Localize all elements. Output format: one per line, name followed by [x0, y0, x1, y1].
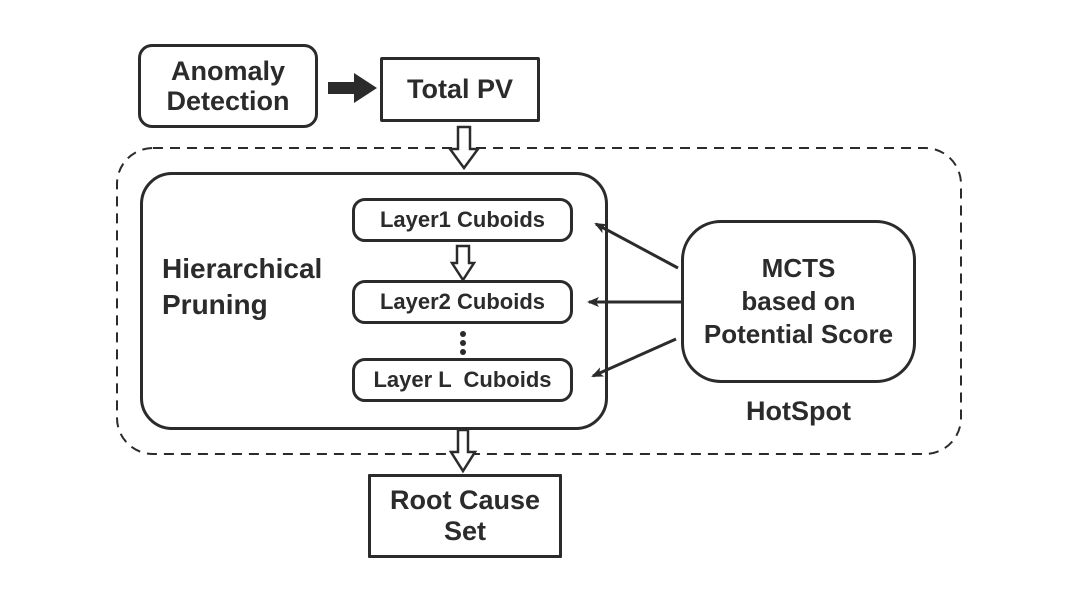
- total-pv-label: Total PV: [406, 74, 513, 104]
- hotspot-label: HotSpot: [746, 396, 851, 426]
- root-cause-set-label: Root Cause Set: [389, 485, 541, 546]
- mcts-potential-score-label: MCTS based on Potential Score: [703, 253, 894, 349]
- arrow-mcts-to-layer1-icon: [594, 222, 679, 270]
- total-pv-box: Total PV: [380, 57, 540, 122]
- layer1-cuboids-box: Layer1 Cuboids: [352, 198, 573, 242]
- layer-l-cuboids-box: Layer L Cuboids: [352, 358, 573, 402]
- anomaly-detection-box: Anomaly Detection: [138, 44, 318, 128]
- layer-l-cuboids-label: Layer L Cuboids: [373, 367, 552, 392]
- anomaly-detection-label: Anomaly Detection: [166, 56, 290, 116]
- arrow-totalpv-to-pruning-icon: [447, 125, 481, 171]
- hierarchical-pruning-label: Hierarchical Pruning: [162, 253, 323, 320]
- arrow-pruning-to-rootcause-icon: [448, 428, 478, 474]
- root-cause-set-box: Root Cause Set: [368, 474, 562, 558]
- arrow-anomaly-to-totalpv-icon: [328, 73, 377, 103]
- layer2-cuboids-box: Layer2 Cuboids: [352, 280, 573, 324]
- layer2-cuboids-label: Layer2 Cuboids: [379, 289, 546, 314]
- mcts-potential-score-box: MCTS based on Potential Score: [681, 220, 916, 383]
- layer1-cuboids-label: Layer1 Cuboids: [379, 207, 546, 232]
